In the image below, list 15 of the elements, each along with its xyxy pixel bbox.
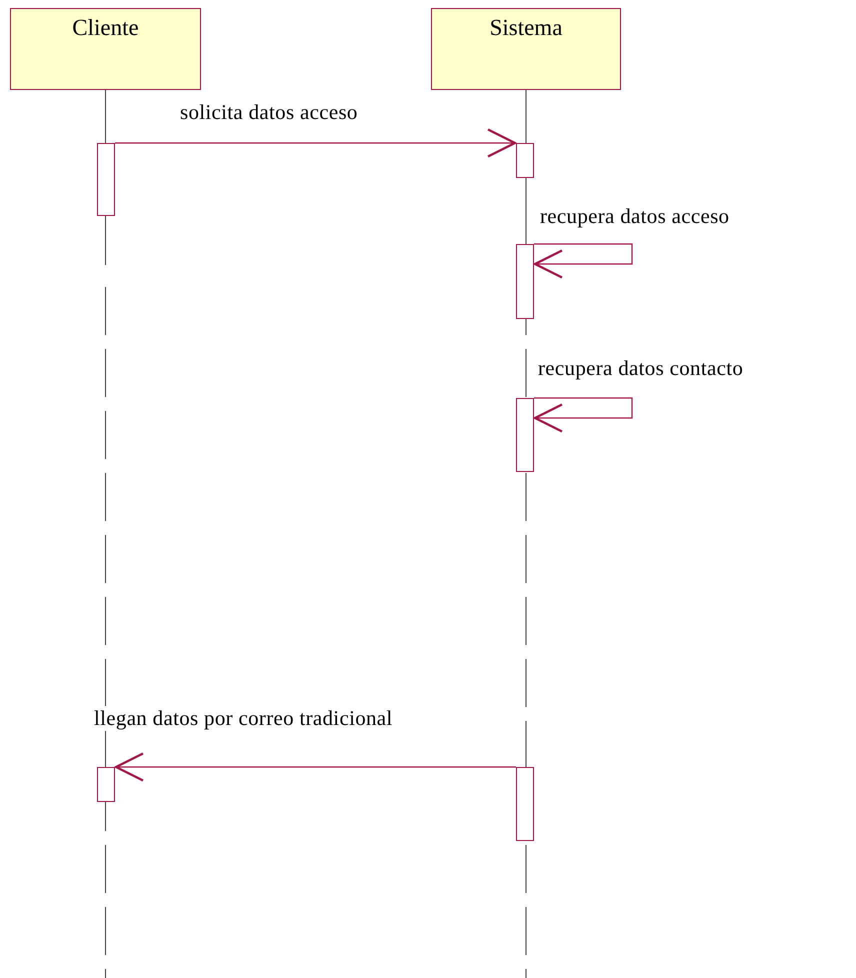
participant-box bbox=[10, 8, 201, 90]
message-arrow bbox=[114, 752, 516, 782]
activation-bar bbox=[516, 767, 534, 841]
participant-name: Cliente bbox=[72, 15, 139, 40]
activation-bar bbox=[97, 143, 115, 216]
edge-label: llegan datos por correo tradicional bbox=[92, 706, 395, 731]
participant-box bbox=[431, 8, 621, 90]
message-arrow bbox=[115, 128, 516, 158]
participant-name: Sistema bbox=[490, 15, 562, 40]
message-arrow bbox=[534, 397, 633, 433]
activation-bar bbox=[516, 244, 534, 319]
message-arrow bbox=[534, 243, 633, 279]
activation-bar bbox=[97, 767, 115, 802]
activation-bar bbox=[516, 143, 534, 178]
activation-bar bbox=[516, 398, 534, 472]
